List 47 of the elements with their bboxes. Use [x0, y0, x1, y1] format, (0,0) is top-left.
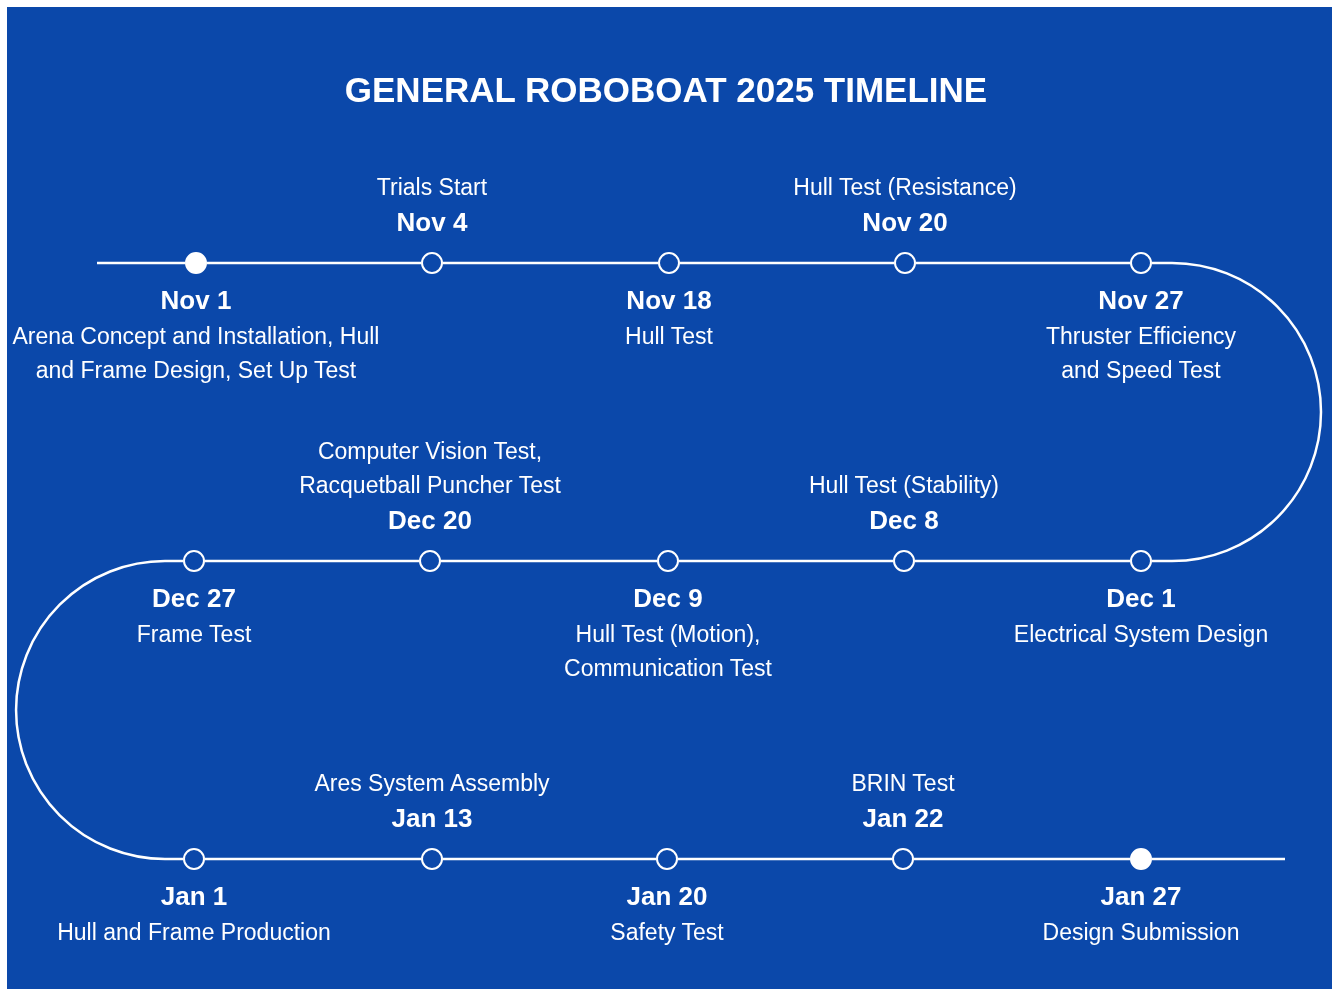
event-description: BRIN Test	[851, 769, 955, 798]
timeline-line	[443, 857, 656, 861]
timeline-line	[916, 261, 1130, 265]
timeline-line	[15, 559, 183, 861]
event-description: Frame Test	[136, 620, 252, 649]
date-label: Jan 20	[626, 880, 708, 913]
event-description: Hull Test (Motion), Communication Test	[563, 620, 773, 683]
timeline-line	[441, 559, 657, 563]
title: GENERAL ROBOBOAT 2025 TIMELINE	[344, 69, 988, 111]
event-description: Electrical System Design	[1013, 620, 1269, 649]
date-label: Jan 1	[160, 880, 228, 913]
date-label: Nov 4	[396, 206, 468, 239]
date-label: Dec 9	[633, 582, 703, 615]
event-description: Arena Concept and Installation, Hull and Frame Design, Set Up Test	[11, 322, 381, 385]
date-label: Nov 18	[626, 284, 712, 317]
timeline-line	[915, 559, 1130, 563]
event-description: Computer Vision Test, Racquetball Puncher Test	[298, 437, 562, 500]
timeline-line	[205, 857, 421, 861]
timeline-line	[97, 261, 185, 265]
event-description: Thruster Efficiency and Speed Test	[1045, 322, 1237, 385]
timeline-line	[914, 857, 1130, 861]
timeline-line	[205, 559, 419, 563]
event-description: Design Submission	[1042, 918, 1240, 947]
date-label: Dec 8	[869, 504, 939, 537]
timeline-line	[1152, 857, 1285, 861]
event-description: Hull Test (Resistance)	[793, 173, 1017, 202]
event-description: Ares System Assembly	[314, 769, 550, 798]
date-label: Dec 1	[1106, 582, 1176, 615]
date-label: Dec 20	[388, 504, 472, 537]
date-label: Jan 27	[1100, 880, 1182, 913]
timeline-line	[1152, 261, 1322, 563]
event-description: Hull and Frame Production	[57, 918, 331, 947]
event-description: Hull Test (Stability)	[809, 471, 999, 500]
event-description: Safety Test	[610, 918, 724, 947]
event-description: Hull Test	[625, 322, 713, 351]
event-description: Trials Start	[376, 173, 488, 202]
timeline-line	[207, 261, 421, 265]
date-label: Nov 1	[160, 284, 232, 317]
date-label: Jan 13	[391, 802, 473, 835]
date-label: Dec 27	[152, 582, 236, 615]
timeline-line	[678, 857, 892, 861]
date-label: Nov 20	[862, 206, 948, 239]
timeline-line	[680, 261, 894, 265]
timeline-line	[679, 559, 893, 563]
date-label: Nov 27	[1098, 284, 1184, 317]
date-label: Jan 22	[862, 802, 944, 835]
timeline-line	[443, 261, 658, 265]
